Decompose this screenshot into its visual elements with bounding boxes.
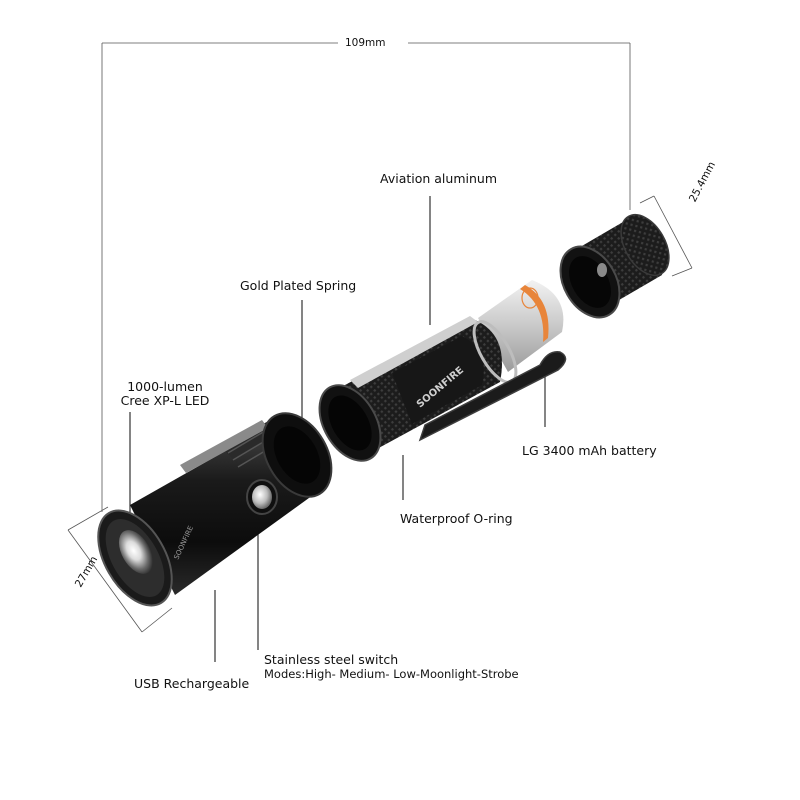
label-modes: Modes:High- Medium- Low-Moonlight-Strobe: [264, 667, 519, 681]
flashlight-tailcap: [559, 213, 670, 319]
label-led-line1: 1000-lumen: [127, 379, 203, 394]
flashlight-body: SOONFIRE: [318, 280, 567, 462]
flashlight-head: SOONFIRE: [97, 412, 333, 607]
label-usb-rechargeable: USB Rechargeable: [134, 676, 250, 691]
dimension-length-label: 109mm: [345, 37, 386, 49]
label-led-line2: Cree XP-L LED: [120, 393, 210, 408]
label-waterproof-oring: Waterproof O-ring: [400, 511, 513, 526]
label-stainless-switch: Stainless steel switch: [264, 652, 399, 667]
label-gold-plated-spring: Gold Plated Spring: [240, 278, 357, 293]
label-battery: LG 3400 mAh battery: [522, 443, 657, 458]
label-aviation-aluminum: Aviation aluminum: [380, 171, 497, 186]
dimension-lines: [67, 42, 693, 633]
switch-button: [252, 485, 272, 509]
